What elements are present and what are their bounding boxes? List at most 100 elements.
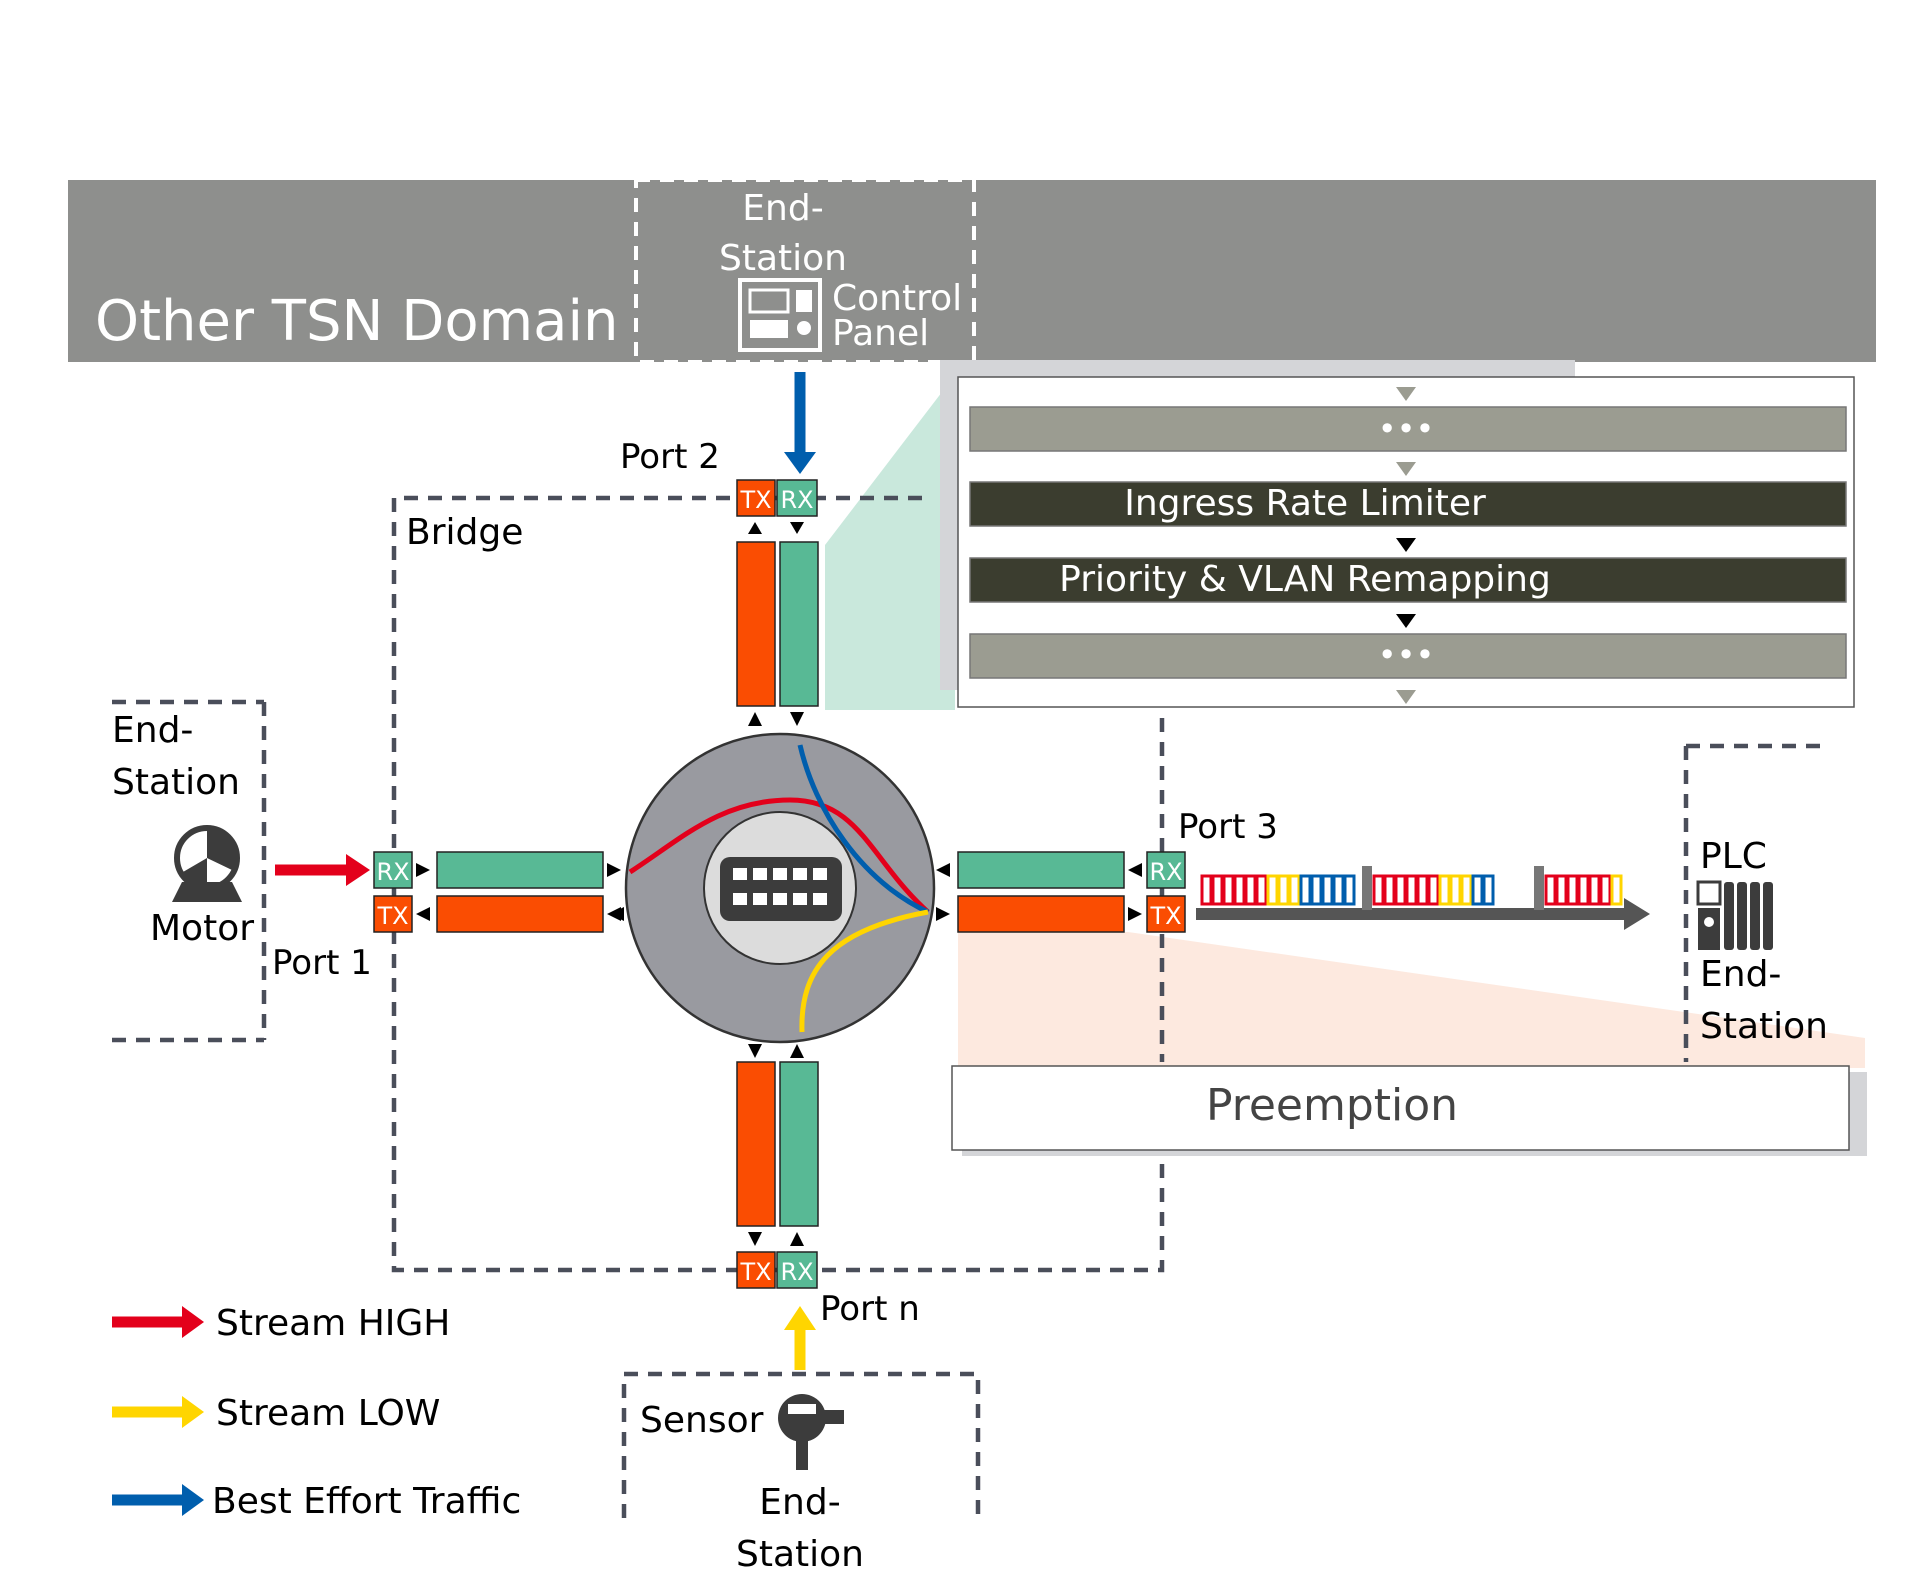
pipeline-stage-ellipsis-top-label: ••• — [1378, 410, 1435, 448]
port-3-rx-queue — [957, 851, 1125, 889]
stream-high-path — [628, 797, 930, 914]
port-1-tx-box[interactable] — [373, 895, 413, 933]
egress-frame — [1577, 874, 1590, 906]
port-3-rx-queue-arrow — [936, 863, 950, 877]
pipeline-stage-ingress-rate-limiter — [969, 481, 1847, 527]
port-3-tx-box[interactable] — [1146, 895, 1186, 933]
control-panel-role-line1: End- — [742, 188, 823, 229]
egress-frame — [1394, 874, 1407, 906]
egress-frame — [1566, 874, 1579, 906]
pipeline-stage-ellipsis-bottom — [969, 633, 1847, 679]
port-n-tx-down-arrow — [748, 1232, 762, 1246]
frame-separator — [1534, 866, 1544, 910]
egress-frame — [1416, 874, 1429, 906]
port-n-rx-up-arrow — [790, 1232, 804, 1246]
plc-icon — [1696, 880, 1773, 950]
port-2-tx-queue — [736, 541, 776, 707]
port-1-rx-label: RX — [376, 858, 409, 886]
ingress-zoom-wedge — [825, 375, 955, 710]
port-n-tx-top-arrow — [748, 1044, 762, 1058]
egress-frame — [1310, 874, 1323, 906]
port-n-rx-top-arrow — [790, 1044, 804, 1058]
control-panel-station-box — [634, 178, 976, 364]
port-3-rx-arrow — [1128, 863, 1142, 877]
control-panel-name-line1: Control — [832, 278, 962, 319]
motor-station-role-line2: Station — [112, 762, 240, 803]
sensor-station-box — [621, 1371, 981, 1518]
port-3-tx-arrow — [1128, 907, 1142, 921]
pipeline-arrow-5 — [1396, 690, 1416, 704]
egress-zoom-wedge — [958, 932, 1865, 1068]
egress-frame — [1544, 874, 1557, 906]
bridge-outline — [391, 495, 1165, 1273]
motor-station-role-line1: End- — [112, 710, 193, 751]
legend-stream-high-label: Stream HIGH — [216, 1303, 450, 1344]
egress-frame — [1460, 874, 1473, 906]
port-2-rx-queue-arrow — [790, 712, 804, 726]
port-3-tx-queue — [957, 895, 1125, 933]
motor-station-box — [112, 699, 267, 1043]
egress-frame — [1288, 874, 1301, 906]
egress-frame — [1299, 874, 1312, 906]
egress-frame — [1200, 874, 1213, 906]
egress-frame — [1211, 874, 1224, 906]
port-n-rx-queue — [779, 1061, 819, 1227]
control-panel-name-line2: Panel — [832, 313, 929, 354]
port-3-rx-box[interactable] — [1146, 851, 1186, 889]
port-n-rx-label: RX — [780, 1258, 813, 1286]
port-n-rx-box[interactable] — [776, 1251, 818, 1289]
egress-frame — [1222, 874, 1235, 906]
egress-frame — [1372, 874, 1385, 906]
legend-stream-low-label: Stream LOW — [216, 1393, 440, 1434]
port-1-tx-arrow — [416, 907, 430, 921]
egress-frame — [1343, 874, 1356, 906]
port-2-tx-up-arrow — [748, 522, 762, 534]
other-tsn-domain-title: Other TSN Domain — [95, 289, 619, 354]
control-panel-role-line2: Station — [719, 238, 847, 279]
pipeline-stage-priority-vlan-remapping — [969, 557, 1847, 603]
plc-station-box — [1683, 743, 1830, 1062]
control-panel-flow-arrow-head — [784, 452, 816, 474]
egress-frame — [1588, 874, 1601, 906]
port-n-tx-box[interactable] — [736, 1251, 776, 1289]
egress-frame — [1277, 874, 1290, 906]
port-2-rx-down-arrow — [790, 522, 804, 534]
egress-frame — [1599, 874, 1612, 906]
port-2-rx-label: RX — [780, 486, 813, 514]
port-2-rx-box[interactable] — [776, 479, 818, 517]
motor-station-name: Motor — [150, 908, 254, 949]
sensor-station-name: Sensor — [640, 1400, 764, 1441]
sensor-station-role-line2: Station — [736, 1534, 864, 1575]
port-n-label: Port n — [820, 1289, 920, 1329]
pipeline-arrow-1 — [1396, 387, 1416, 401]
port-3-rx-label: RX — [1149, 858, 1182, 886]
sensor-station-role-line1: End- — [759, 1482, 840, 1523]
motor-flow-arrow-head — [346, 854, 370, 886]
plc-station-name: PLC — [1700, 836, 1767, 877]
port-n-tx-label: TX — [739, 1258, 771, 1286]
port-3-label: Port 3 — [1178, 807, 1278, 847]
motor-icon — [172, 825, 242, 902]
egress-frame — [1427, 874, 1440, 906]
port-3-egress-link-head — [1624, 898, 1650, 930]
port-1-tx-queue — [436, 895, 604, 933]
pipeline-arrow-3 — [1396, 538, 1416, 552]
egress-frame — [1610, 874, 1623, 906]
pipeline-stage-priority-vlan-remapping-label: Priority & VLAN Remapping — [1059, 559, 1551, 600]
port-1-rx-box[interactable] — [373, 851, 413, 889]
egress-frame — [1255, 874, 1268, 906]
plc-station-role-line1: End- — [1700, 954, 1781, 995]
stream-low-path — [799, 909, 929, 1033]
egress-frame — [1332, 874, 1345, 906]
egress-frame — [1555, 874, 1568, 906]
bridge-label: Bridge — [406, 512, 523, 553]
egress-frame — [1438, 874, 1451, 906]
port-2-tx-box[interactable] — [736, 479, 776, 517]
port-1-rx-arrow — [416, 863, 430, 877]
preemption-panel — [951, 1065, 1850, 1151]
legend-stream-low-swatch-head — [182, 1396, 204, 1428]
best-effort-path — [797, 744, 930, 915]
port-2-tx-queue-arrow — [748, 712, 762, 726]
legend-best-effort-label: Best Effort Traffic — [212, 1481, 521, 1522]
